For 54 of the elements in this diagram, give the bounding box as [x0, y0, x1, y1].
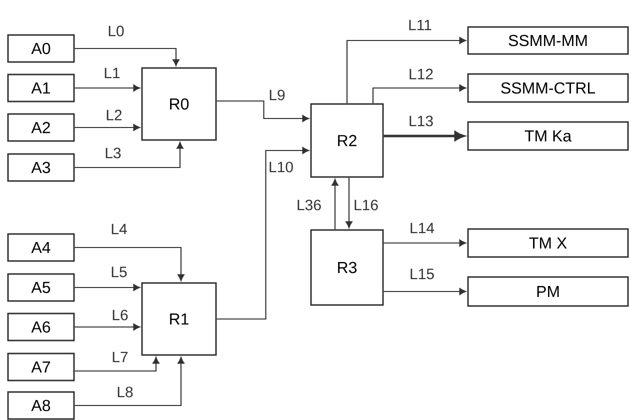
process-box: TM X	[467, 228, 629, 258]
arrow	[216, 100, 310, 122]
arrow	[74, 246, 184, 282]
edge-label: L0	[108, 26, 124, 36]
arrow	[74, 356, 160, 372]
process-box: PM	[467, 276, 629, 307]
arrow	[74, 324, 140, 330]
process-box: A5	[7, 273, 75, 302]
edge-label: L16	[354, 200, 378, 210]
arrow	[346, 178, 352, 228]
arrow	[74, 84, 140, 92]
edge-label: L3	[106, 148, 121, 158]
process-box: SSMM-CTRL	[467, 73, 629, 103]
arrow	[372, 84, 466, 104]
process-box: A0	[7, 34, 75, 63]
edge-label: L2	[106, 110, 122, 120]
edge-label: L12	[410, 68, 433, 80]
arrow	[74, 356, 184, 406]
process-box: A6	[7, 312, 75, 342]
process-box: A1	[7, 74, 75, 102]
process-box: TM Ka	[467, 121, 629, 151]
arrow	[332, 178, 338, 230]
process-box: A2	[7, 113, 75, 142]
process-box: A4	[7, 233, 75, 262]
edge-label: L1	[104, 68, 120, 78]
edge-label: L36	[298, 200, 321, 210]
arrow	[384, 288, 466, 295]
arrow	[74, 124, 140, 131]
edge-label: L14	[410, 222, 434, 234]
edge-label: L10	[270, 162, 293, 172]
process-box: R1	[141, 282, 217, 356]
arrow	[384, 131, 464, 141]
arrow	[346, 37, 466, 104]
edge-label: L8	[118, 386, 133, 398]
edge-label: L13	[410, 116, 433, 126]
arrow	[74, 142, 184, 168]
process-box: R2	[310, 103, 384, 178]
process-box: R3	[310, 229, 384, 306]
process-box: SSMM-MM	[467, 26, 629, 55]
edge-label: L15	[410, 268, 434, 280]
process-box: A7	[7, 352, 75, 382]
edge-label: L11	[409, 20, 432, 30]
arrow	[74, 284, 140, 291]
edge-label: L6	[112, 310, 128, 320]
arrow	[384, 240, 466, 246]
process-box: R0	[141, 67, 217, 141]
edge-label: L5	[112, 266, 127, 278]
edge-label: L4	[112, 224, 127, 234]
edge-label: L9	[270, 90, 285, 100]
process-box: A8	[7, 391, 75, 420]
arrow	[216, 147, 310, 320]
arrow	[74, 48, 180, 66]
process-box: A3	[7, 153, 75, 182]
edge-label: L7	[112, 352, 128, 362]
